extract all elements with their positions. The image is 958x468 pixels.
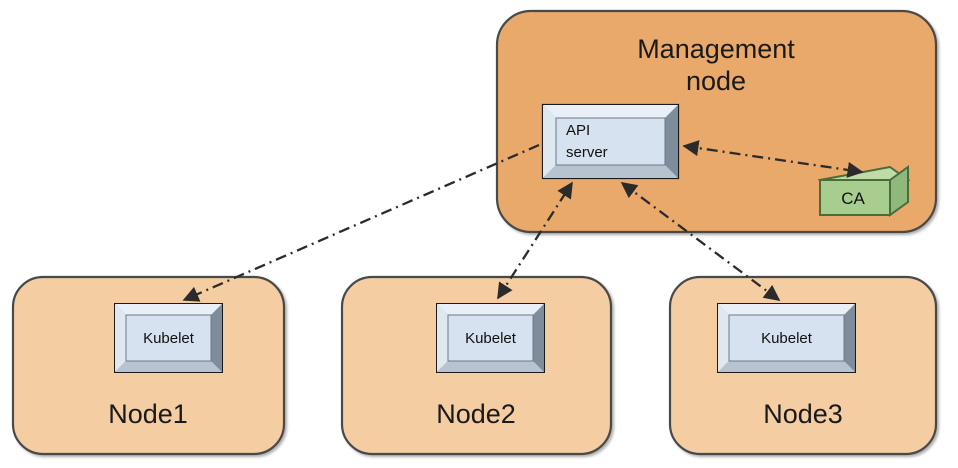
api-server-container: API server bbox=[541, 103, 680, 180]
connection-node3-kubelet-to-api bbox=[620, 182, 781, 301]
node1-kubelet-face bbox=[125, 314, 212, 362]
ca-container: CA bbox=[817, 165, 911, 217]
api-server-bevel-bottom bbox=[543, 165, 678, 178]
ca-label: CA bbox=[841, 189, 865, 208]
api-server-face bbox=[555, 117, 666, 166]
node2-label: Node2 bbox=[436, 399, 516, 429]
api-server-label-line2: server bbox=[566, 144, 608, 161]
connection-api-to-ca bbox=[682, 140, 864, 178]
node1-kubelet-label: Kubelet bbox=[143, 330, 195, 347]
node3-label: Node3 bbox=[763, 399, 843, 429]
node3-kubelet-label: Kubelet bbox=[761, 330, 813, 347]
api-server-bevel-right bbox=[665, 105, 678, 178]
api-server-bevel-left bbox=[543, 105, 556, 178]
management-node-label-line1: Management bbox=[637, 34, 795, 64]
node1-kubelet-bevel-bottom bbox=[115, 361, 222, 372]
node2-kubelet-label: Kubelet bbox=[465, 330, 517, 347]
ca-box-side bbox=[889, 165, 909, 217]
node1-label: Node1 bbox=[108, 399, 188, 429]
ca-box-front bbox=[819, 179, 891, 216]
node2-kubelet-bevel-top bbox=[437, 304, 544, 315]
connection-api-to-node1-kubelet bbox=[182, 143, 540, 302]
node2-kubelet-bevel-right bbox=[533, 304, 544, 372]
node2-kubelet-bevel-bottom bbox=[437, 361, 544, 372]
node2-kubelet-bevel-left bbox=[437, 304, 448, 372]
node2-kubelet-face bbox=[447, 314, 534, 362]
node3-kubelet-bevel-left bbox=[718, 304, 729, 372]
node3-kubelet-bevel-bottom bbox=[718, 361, 855, 372]
node1-kubelet-bevel-left bbox=[115, 304, 126, 372]
node1-kubelet-bevel-top bbox=[115, 304, 222, 315]
node3-kubelet-face bbox=[728, 314, 845, 362]
management-node-label-line2: node bbox=[686, 66, 746, 96]
node3-kubelet-container: Kubelet bbox=[717, 303, 856, 373]
node2-kubelet-container: Kubelet bbox=[436, 303, 545, 373]
api-server-label-line1: API bbox=[566, 122, 590, 139]
api-server-bevel-top bbox=[543, 105, 678, 118]
node3-kubelet-bevel-top bbox=[718, 304, 855, 315]
node1-kubelet-container: Kubelet bbox=[114, 303, 223, 373]
connections-layer bbox=[182, 140, 864, 302]
node1-kubelet-bevel-right bbox=[211, 304, 222, 372]
node3-kubelet-bevel-right bbox=[844, 304, 855, 372]
